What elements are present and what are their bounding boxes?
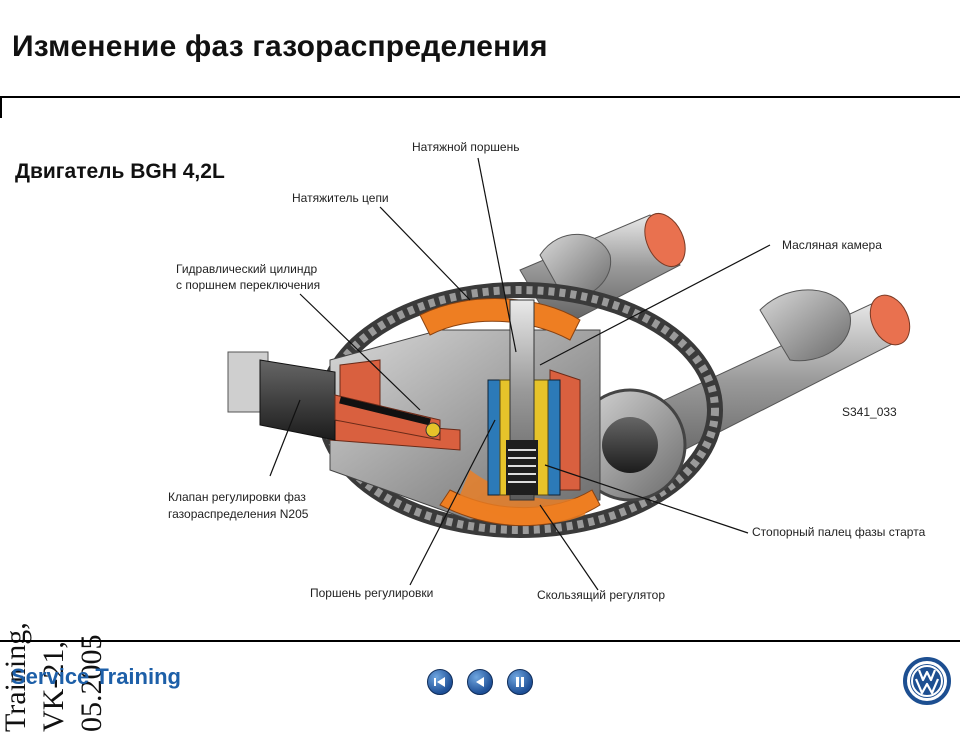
vw-logo: [903, 657, 951, 705]
footer-service-training: Service Training: [11, 664, 181, 689]
leader-lines: [269, 157, 771, 591]
label-oil-chamber: Масляная камера: [782, 238, 882, 252]
engine-subtitle: Двигатель BGH 4,2L: [15, 160, 225, 183]
page-title: Изменение фаз газораспределения: [12, 30, 548, 63]
figure-code: S341_033: [842, 405, 897, 419]
pause-button[interactable]: [507, 669, 533, 695]
back-button[interactable]: [467, 669, 493, 695]
label-locking-pin: Стопорный палец фазы старта: [752, 525, 926, 539]
control-valve-n205: [227, 351, 441, 441]
label-hydraulic-cylinder: с поршнем переключения: [176, 278, 321, 292]
label-control-valve: газораспределения N205: [168, 507, 309, 521]
back-arrow-icon: [476, 677, 484, 687]
top-divider-tick: [0, 96, 2, 118]
rewind-icon: [434, 677, 445, 687]
label-control-piston: Поршень регулировки: [310, 586, 434, 600]
bottom-divider: [0, 640, 960, 642]
top-divider: [0, 96, 960, 98]
label-chain-tensioner: Натяжитель цепи: [292, 191, 389, 205]
upper-camshaft: [519, 213, 686, 331]
pause-icon: [516, 677, 524, 687]
rewind-button[interactable]: [427, 669, 453, 695]
label-hydraulic-cylinder: Гидравлический цилиндр: [176, 262, 318, 276]
label-sliding-regulator: Скользящий регулятор: [537, 588, 665, 602]
label-control-valve: Клапан регулировки фаз: [168, 490, 306, 504]
engine-diagram: [227, 157, 911, 591]
label-tension-piston: Натяжной поршень: [412, 140, 520, 154]
